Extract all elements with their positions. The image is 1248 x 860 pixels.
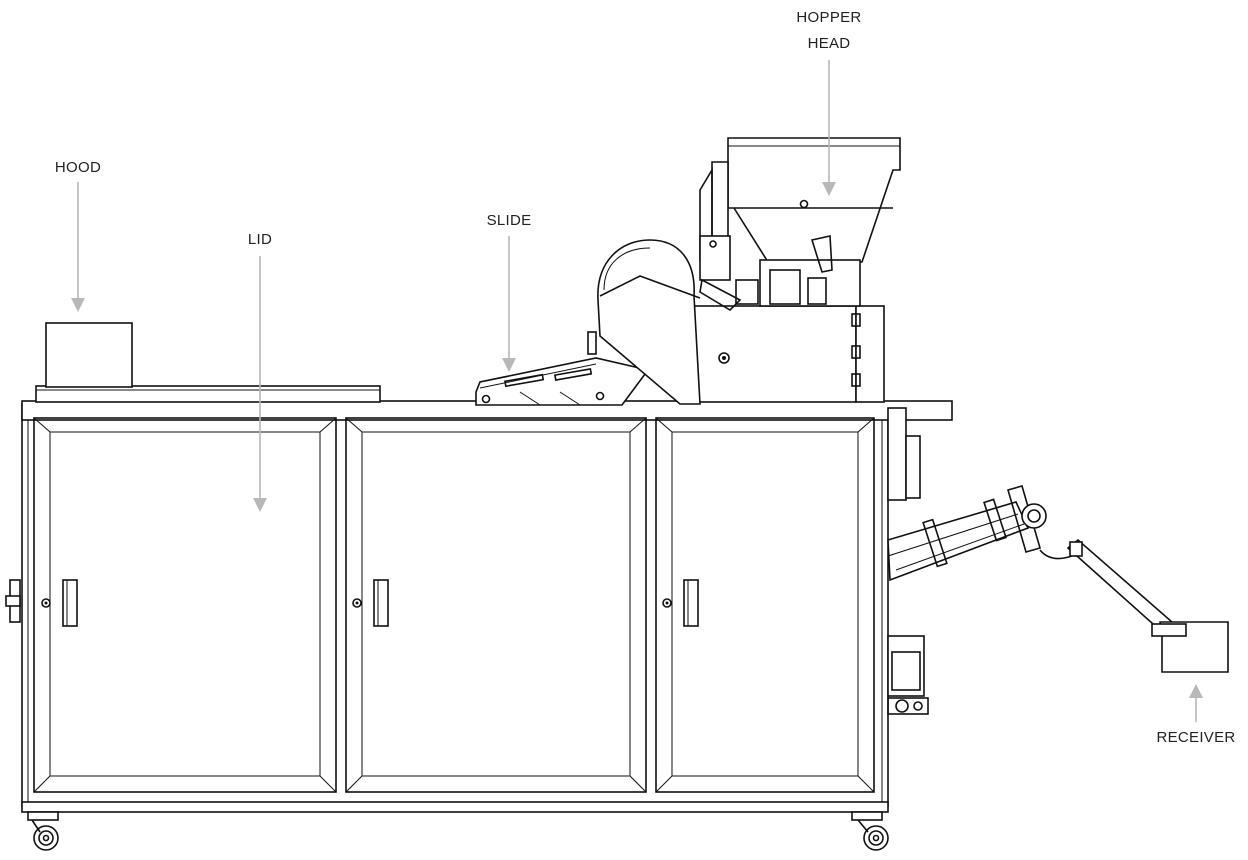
drum (587, 239, 701, 405)
hopper (727, 137, 901, 307)
side-motor (887, 407, 921, 501)
cabinet-door-left[interactable] (33, 417, 337, 793)
caster-left (27, 811, 59, 851)
lid-panel (35, 385, 381, 403)
cabinet-door-middle[interactable] (345, 417, 647, 793)
cabinet (21, 400, 953, 813)
callout-lid-arrow (253, 256, 267, 512)
caster-right (851, 811, 889, 851)
callout-slide-arrow (502, 236, 516, 372)
head-housing (679, 305, 885, 403)
label-slide: SLIDE (487, 212, 532, 229)
label-hopper-line2: HEAD (808, 35, 851, 52)
callout-hood-arrow (71, 182, 85, 312)
hood-box (45, 322, 133, 388)
side-latch (5, 579, 21, 623)
receiver-arm (887, 485, 1174, 634)
callout-hopper-arrow (822, 60, 836, 196)
receiver-bin (1151, 621, 1229, 673)
cabinet-door-right[interactable] (655, 417, 875, 793)
slide-assembly (475, 357, 650, 406)
lower-control-box (887, 635, 929, 715)
hopper-frame (699, 161, 759, 312)
label-lid: LID (248, 231, 272, 248)
callout-receiver-arrow (1189, 684, 1203, 722)
label-hopper-line1: HOPPER (796, 9, 861, 26)
label-receiver: RECEIVER (1156, 729, 1235, 746)
label-hood: HOOD (55, 159, 101, 176)
